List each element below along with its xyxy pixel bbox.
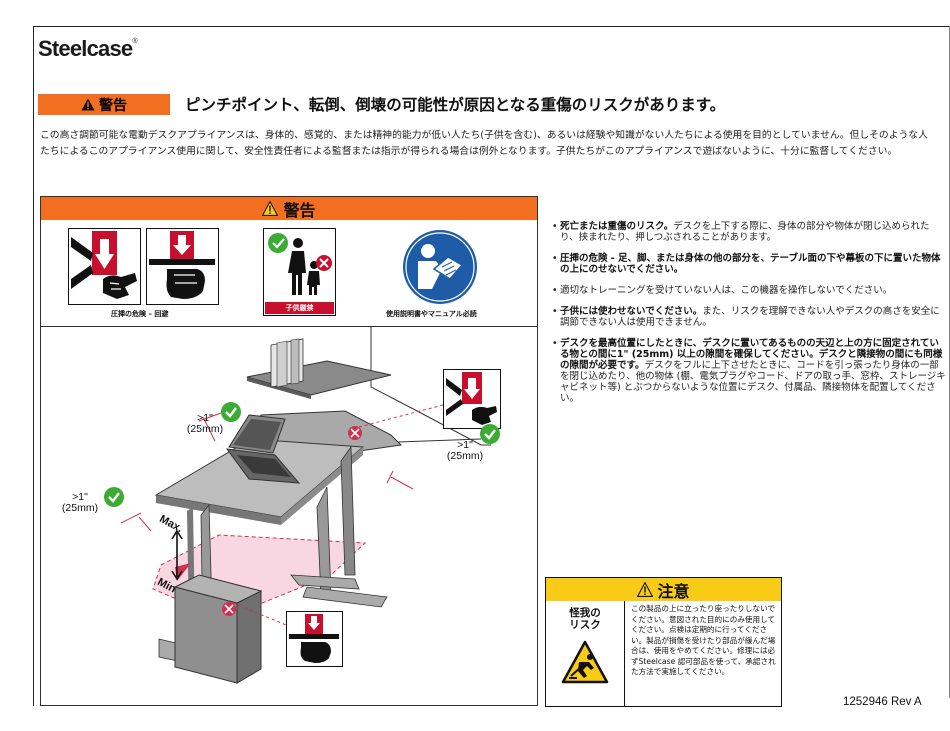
bullet-item: 子供には使わせないでください。また、リスクを理解できない人やデスクの高さを安全に… — [552, 306, 947, 328]
bullet-item: 死亡または重傷のリスク。デスクを上下する際に、身体の部分や物体が閉じ込められたり… — [552, 221, 947, 243]
check-icon — [480, 424, 500, 444]
warning-triangle-icon — [81, 98, 95, 111]
caution-text: この製品の上に立ったり座ったりしないでください。意図された目的にのみ使用してくだ… — [631, 604, 776, 676]
injury-risk-label: 怪我の リスク — [569, 607, 601, 631]
read-manual-icon — [402, 229, 478, 305]
bullet-item: 適切なトレーニングを受けていない人は、この機器を操作しないでください。 — [552, 285, 947, 296]
caution-triangle-icon — [637, 581, 654, 597]
left-rule — [33, 26, 34, 706]
caution-header-text: 注意 — [657, 581, 690, 601]
warning-panel — [40, 196, 538, 706]
warning-triangle-icon — [262, 200, 279, 216]
pinch-hazard-callout-top — [443, 369, 501, 429]
document-number: 1252946 Rev A — [843, 696, 922, 708]
caution-header: 注意 — [546, 578, 781, 601]
warning-bullet-list: 死亡または重傷のリスク。デスクを上下する際に、身体の部分や物体が閉じ込められたり… — [552, 221, 947, 414]
desk-clearance-illustration — [41, 327, 537, 705]
crush-hazard-pictogram — [146, 228, 219, 305]
pinch-hazard-pictogram — [68, 228, 141, 305]
pinch-caption: 圧挿の危険 – 回避 — [111, 310, 169, 318]
manual-caption: 使用説明書やマニュアル必読 — [386, 310, 477, 318]
dimension-label-top: >1"(25mm) — [186, 412, 224, 435]
warning-label: 警告 — [38, 94, 170, 115]
dimension-label-right: >1"(25mm) — [446, 439, 484, 462]
panel-divider — [41, 326, 537, 327]
panel-header-text: 警告 — [283, 200, 316, 220]
crush-hazard-callout-bottom — [286, 611, 343, 667]
bullet-item: デスクを最高位置にしたときに、デスクに置いてあるものの天辺と上の方に固定されてい… — [552, 338, 947, 404]
warning-panel-header: 警告 — [41, 197, 537, 220]
top-rule — [33, 26, 950, 27]
steelcase-logo: Steelcase® — [38, 36, 138, 61]
intro-paragraph: この高さ調節可能な電動デスクアプライアンスは、身体的、感覚的、または精神的能力が… — [40, 130, 928, 157]
bullet-item: 圧挿の危険 - 足、脚、または身体の他の部分を、テーブル面の下や幕板の下に置いた… — [552, 253, 947, 275]
no-children-caption: 子供厳禁 — [265, 302, 334, 314]
check-icon — [104, 487, 124, 507]
caution-divider — [624, 601, 625, 706]
warning-title: ピンチポイント、転倒、倒壊の可能性が原因となる重傷のリスクがあります。 — [185, 96, 726, 114]
check-icon — [221, 402, 241, 422]
dimension-label-left: >1"(25mm) — [61, 491, 99, 514]
fall-hazard-icon — [561, 640, 609, 684]
no-children-pictogram — [263, 228, 336, 316]
warning-label-text: 警告 — [99, 97, 127, 114]
